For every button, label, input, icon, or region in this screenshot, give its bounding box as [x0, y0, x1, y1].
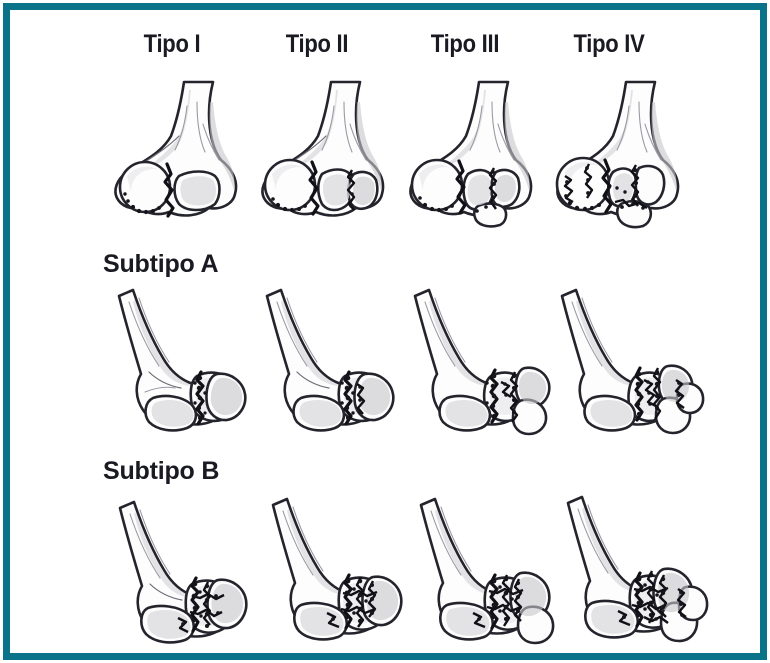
column-header-tipo-1: Tipo I: [143, 30, 201, 58]
illustration-lateral-a-tipo-3: [401, 288, 571, 438]
comminution-speckles: [477, 576, 521, 622]
comminution-speckles: [331, 578, 374, 624]
illustration-lateral-b-tipo-1: [108, 500, 278, 650]
illustration-lateral-b-tipo-2: [261, 497, 431, 647]
illustration-lateral-a-tipo-4: [548, 288, 718, 438]
column-header-tipo-2: Tipo II: [285, 30, 349, 58]
comminution-speckles: [564, 166, 645, 212]
column-header-tipo-3: Tipo III: [430, 30, 500, 58]
illustration-lateral-b-tipo-3: [409, 497, 579, 647]
comminution-speckles: [123, 192, 161, 215]
illustration-anterior-tipo-2: [234, 80, 409, 230]
row-label-subtipo-a: Subtipo A: [103, 250, 219, 278]
illustration-lateral-a-tipo-2: [253, 288, 423, 438]
row-label-subtipo-b: Subtipo B: [103, 457, 220, 485]
comminution-speckles: [340, 375, 362, 421]
comminution-speckles: [635, 369, 682, 417]
comminution-speckles: [485, 373, 517, 419]
illustration-anterior-tipo-1: [87, 80, 262, 230]
comminution-speckles: [418, 170, 496, 213]
figure-frame: Tipo I Tipo II Tipo III Tipo IV Subtipo …: [3, 3, 767, 660]
column-header-tipo-4: Tipo IV: [573, 30, 645, 58]
comminution-speckles: [622, 572, 684, 621]
comminution-speckles: [271, 172, 354, 213]
illustration-anterior-tipo-4: [529, 80, 704, 230]
illustration-lateral-b-tipo-4: [556, 495, 726, 650]
illustration-lateral-a-tipo-1: [105, 288, 275, 438]
comminution-speckles: [193, 375, 207, 420]
figure-canvas: Tipo I Tipo II Tipo III Tipo IV Subtipo …: [10, 10, 760, 653]
comminution-speckles: [181, 581, 220, 628]
illustration-anterior-tipo-3: [382, 80, 557, 230]
